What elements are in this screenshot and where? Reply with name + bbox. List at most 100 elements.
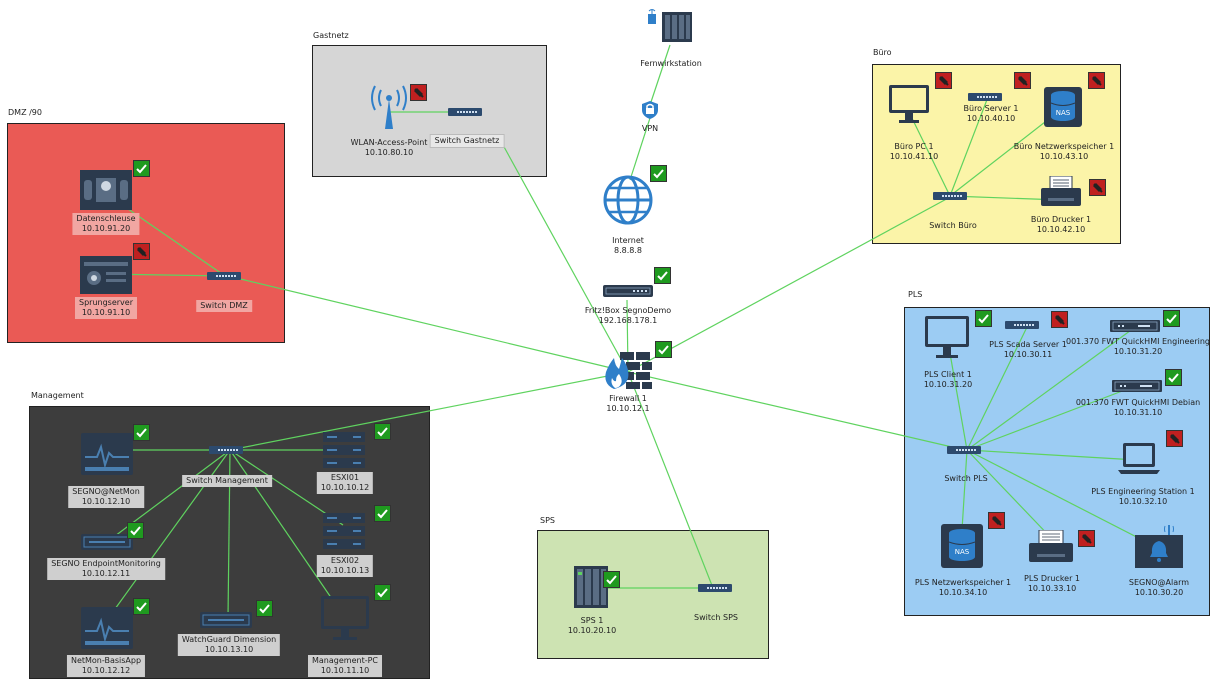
esxi01-node[interactable] (323, 432, 365, 468)
link-fernwirk-vpn (649, 44, 671, 106)
switch-pls-label: Switch PLS (944, 474, 988, 483)
link-vpn-internet (629, 117, 651, 181)
buero-drucker-node[interactable] (1040, 175, 1082, 210)
esxi02-node[interactable] (323, 513, 365, 549)
link-firewall-dmz (227, 275, 629, 373)
switch-management-icon[interactable] (209, 446, 243, 454)
pls-qhd-status-ok-icon (1165, 369, 1182, 386)
switch-pls-icon[interactable] (947, 446, 981, 454)
datenschleuse-status-ok-icon (133, 160, 150, 177)
monitor-icon (321, 596, 369, 640)
rtu-icon (648, 9, 692, 42)
switch-buero-label: Switch Büro (929, 221, 977, 230)
fritzbox-node[interactable] (603, 283, 653, 299)
monitor-icon (889, 85, 929, 123)
watchguard-status-ok-icon (256, 600, 273, 617)
fritzbox-status-ok-icon (654, 267, 671, 284)
buero-server-status-error-icon (1014, 72, 1031, 89)
link-firewall-mgmt (229, 371, 629, 451)
buero-pc-node[interactable] (888, 84, 930, 124)
link-pls-qhe (966, 324, 1139, 451)
zone-title-dmz: DMZ /90 (8, 108, 42, 117)
switch-management-label: Switch Management (182, 475, 272, 487)
switch-sps-icon[interactable] (698, 584, 732, 592)
mgmt-pc-status-ok-icon (374, 584, 391, 601)
sprungserver-status-error-icon (133, 243, 150, 260)
appliance-icon (80, 256, 132, 294)
pls-qhd-node[interactable] (1112, 378, 1162, 392)
basisapp-node[interactable] (81, 607, 133, 649)
zone-title-pls: PLS (908, 290, 923, 299)
nas-storage-icon: NAS (941, 524, 983, 568)
switch-sps-label: Switch SPS (694, 613, 738, 622)
sprungserver-node[interactable] (80, 256, 132, 294)
fernwirkstation-node[interactable] (648, 8, 698, 44)
link-pls-drucker (966, 449, 1056, 543)
nas-storage-icon: NAS (1044, 87, 1082, 127)
zone-title-management: Management (31, 391, 84, 400)
switch-gastnetz-icon[interactable] (448, 108, 482, 116)
netmon-status-ok-icon (133, 424, 150, 441)
vpn-node[interactable] (641, 100, 659, 120)
switch-dmz-icon[interactable] (207, 272, 241, 280)
link-buero-pc (908, 111, 951, 197)
datenschleuse-node[interactable] (80, 170, 132, 210)
endpoint-status-ok-icon (127, 522, 144, 539)
buero-nas-node[interactable]: NAS (1043, 86, 1083, 128)
rack-server-icon (323, 513, 365, 549)
esxi02-status-ok-icon (374, 505, 391, 522)
esxi01-status-ok-icon (374, 423, 391, 440)
svg-text:NAS: NAS (1056, 109, 1071, 117)
pls-drucker-node[interactable] (1028, 529, 1074, 566)
wlan-ap-node[interactable] (370, 85, 408, 131)
endpoint-node[interactable] (81, 532, 133, 552)
pls-qhe-node[interactable] (1110, 318, 1160, 332)
link-firewall-gast (502, 144, 629, 373)
pls-nas-status-error-icon (988, 512, 1005, 529)
watchguard-node[interactable] (200, 610, 252, 630)
link-mgmt-esxi02 (229, 449, 344, 526)
pls-nas-node[interactable]: NAS (940, 523, 984, 569)
basisapp-status-ok-icon (133, 598, 150, 615)
switch-gastnetz-label: Switch Gastnetz (429, 134, 505, 148)
switch-buero-icon[interactable] (933, 192, 967, 200)
pls-alarm-node[interactable] (1134, 523, 1184, 569)
buero-drucker-status-error-icon (1089, 179, 1106, 196)
internet-node[interactable] (602, 174, 654, 226)
buero-server-icon[interactable] (968, 93, 1002, 101)
link-pls-eng (966, 449, 1138, 461)
netmon-node[interactable] (81, 433, 133, 475)
firewall-node[interactable] (602, 350, 654, 390)
pls-client-node[interactable] (924, 315, 970, 359)
rack-server-icon (1112, 380, 1162, 392)
pls-eng-node[interactable] (1117, 442, 1161, 476)
pls-scada-icon[interactable] (1005, 321, 1039, 329)
pls-drucker-status-error-icon (1078, 530, 1095, 547)
mgmt-pc-node[interactable] (320, 595, 370, 641)
appliance-icon (80, 170, 132, 210)
link-pls-qhd (966, 384, 1139, 451)
rack-server-icon (200, 612, 252, 628)
buero-pc-status-error-icon (935, 72, 952, 89)
zone-title-sps: SPS (540, 516, 555, 525)
wlan-status-error-icon (410, 84, 427, 101)
appliance-icon (81, 433, 133, 475)
rack-server-icon (81, 534, 133, 550)
